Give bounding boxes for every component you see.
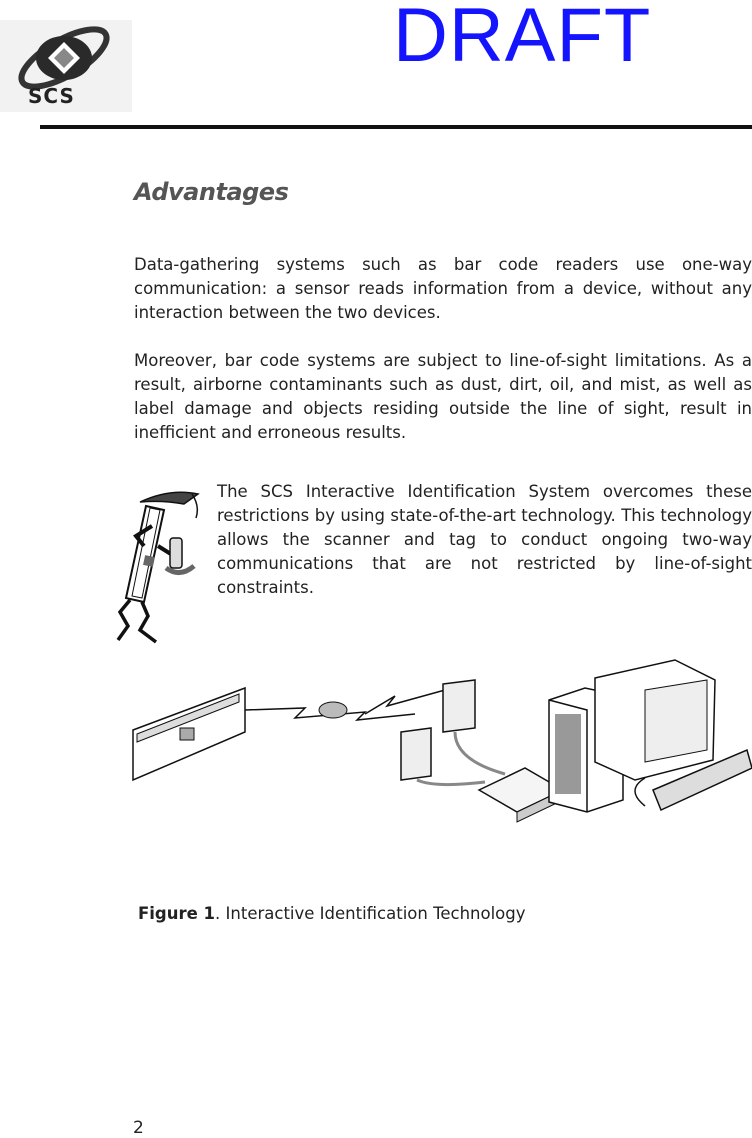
scs-logo xyxy=(0,20,132,112)
draft-watermark: DRAFT xyxy=(393,0,652,78)
paragraph-1: Data-gathering systems such as bar code … xyxy=(134,255,752,322)
paragraph-3: The SCS Interactive Identification Syste… xyxy=(217,482,752,597)
section-heading: Advantages xyxy=(134,178,289,206)
logo-text: SCS xyxy=(28,84,75,108)
figure-caption-text: . Interactive Identification Technology xyxy=(215,904,526,923)
page-number: 2 xyxy=(133,1118,144,1138)
paragraph-2: Moreover, bar code systems are subject t… xyxy=(134,351,752,442)
graduate-book-illustration xyxy=(116,491,200,644)
figure-caption: Figure 1. Interactive Identification Tec… xyxy=(138,904,526,923)
figure-label: Figure 1 xyxy=(138,904,216,923)
header-divider xyxy=(40,125,752,129)
interactive-identification-figure xyxy=(132,659,752,823)
